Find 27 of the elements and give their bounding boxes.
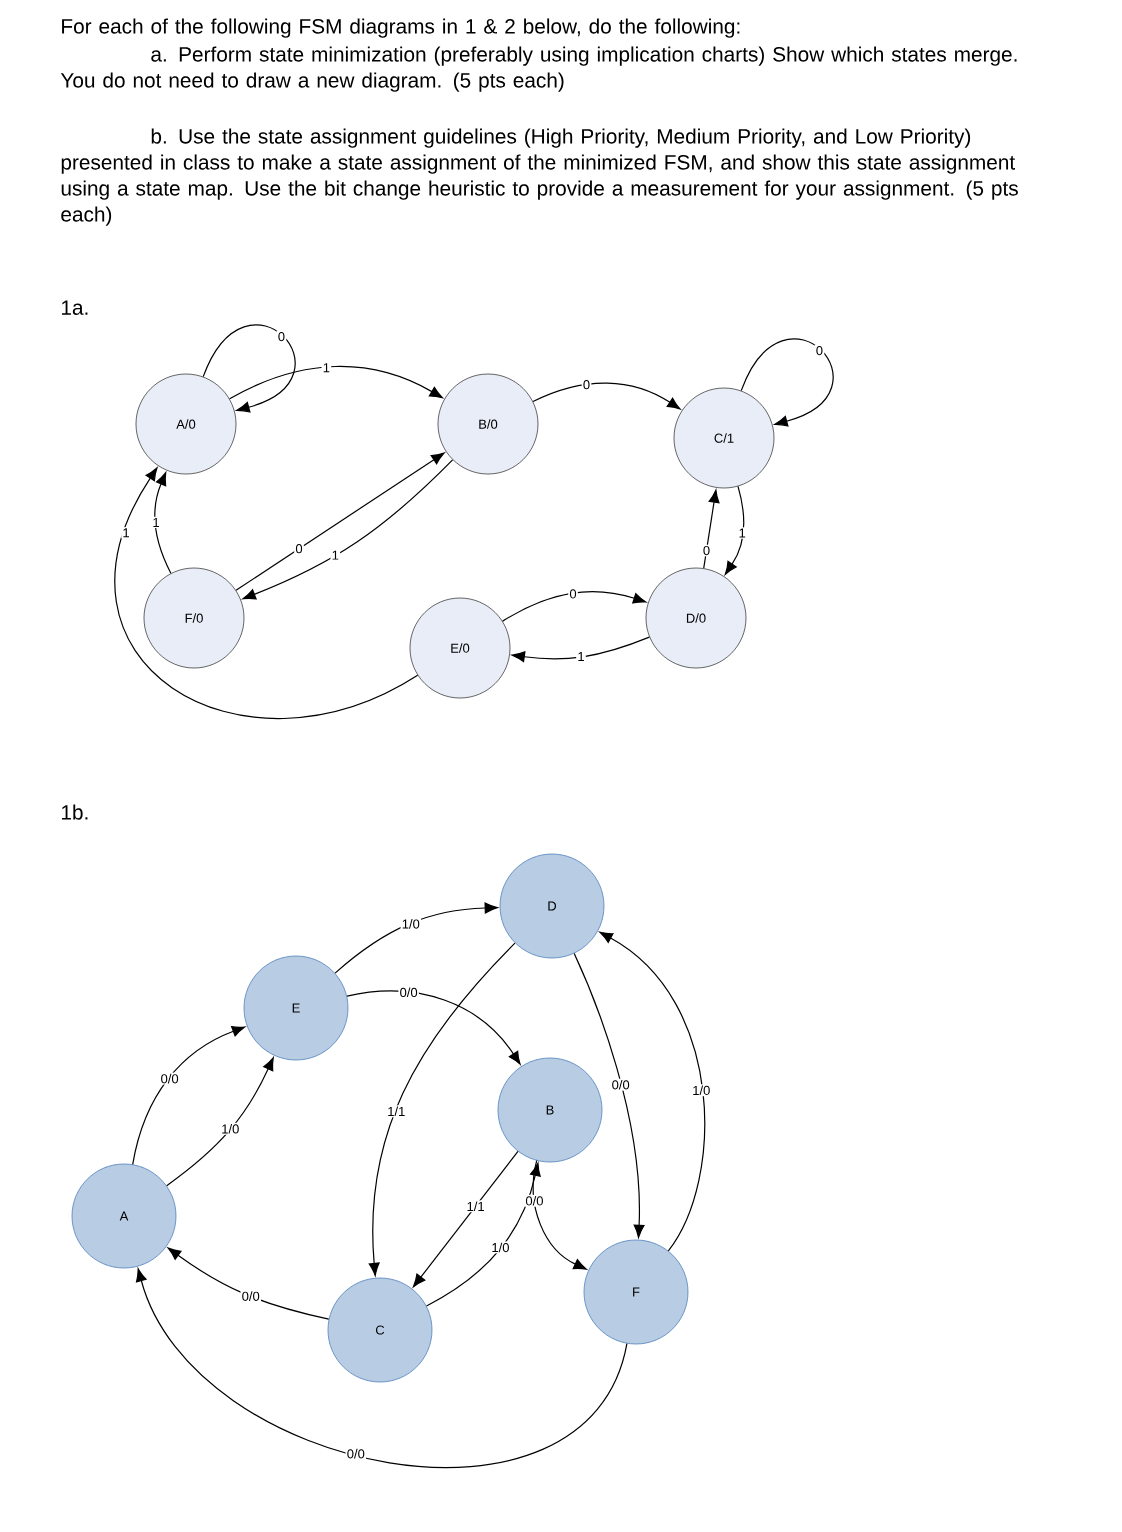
- transition-arrow: [334, 902, 498, 974]
- transition-arrow: [202, 324, 296, 413]
- transition-arrow: [599, 931, 706, 1252]
- transition-arrow: [135, 1268, 628, 1469]
- transition-arrow: [573, 952, 645, 1238]
- transition-arrow: [167, 1247, 330, 1320]
- instruction-text: For each of the following FSM diagrams in 1 & 2 below, do the following:: [62, 18, 740, 38]
- transition-arrow: [368, 942, 516, 1277]
- transition-arrow: [724, 485, 745, 575]
- transition-arrow: [532, 1160, 587, 1270]
- transition-arrow: [703, 489, 720, 569]
- transition-arrow: [511, 636, 650, 663]
- transition-arrow: [425, 1162, 541, 1307]
- transition-arrow: [229, 365, 443, 400]
- transition-arrow: [132, 1026, 246, 1165]
- transition-arrow: [154, 472, 172, 574]
- instruction-text: 1b.: [62, 804, 88, 820]
- instruction-text: 1a.: [62, 300, 88, 315]
- instruction-text: a. Perform state minimization (preferably using implication charts) Show which states merge. You do not need to draw a new diagram. (5 pts each): [60, 46, 1017, 92]
- transition-arrow: [412, 1150, 519, 1288]
- transition-arrow: [166, 1057, 274, 1187]
- transition-arrow: [115, 467, 419, 720]
- transition-arrow: [502, 590, 647, 622]
- transition-arrow: [346, 990, 521, 1065]
- transition-arrow: [740, 338, 834, 427]
- instruction-text: b. Use the state assignment guidelines (High Priority, Medium Priority, and Low Priority) presented in class to make a state assignment of the minimized FSM, and show this state assignment using a state map. Use the bit change heuristic to provide a measurement for your assignment. (5 pts each): [61, 128, 1018, 226]
- transition-arrow: [532, 382, 681, 410]
